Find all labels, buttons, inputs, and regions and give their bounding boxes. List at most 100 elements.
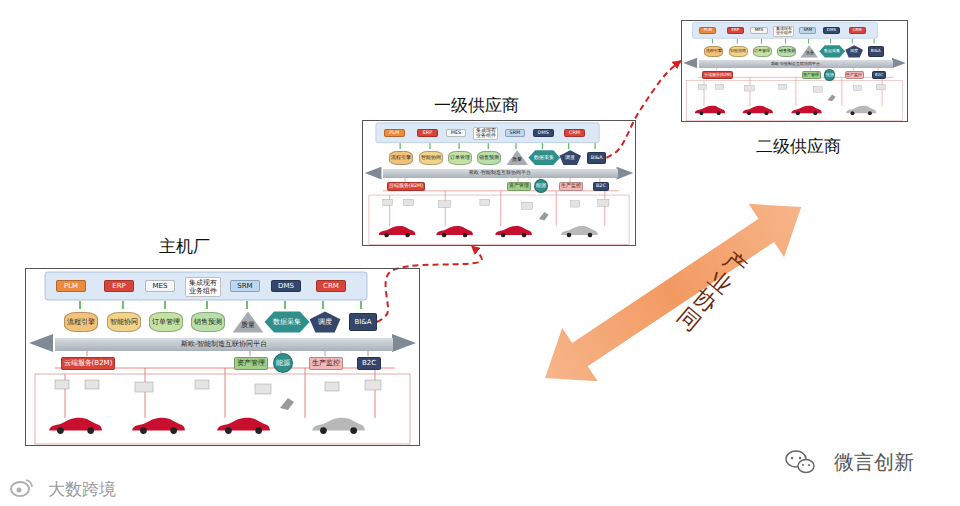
wechat-icon (786, 451, 814, 473)
module-box: DMS (823, 27, 840, 34)
module-label: 云端服务(B2M) (389, 183, 423, 189)
module-label: 生产监控 (846, 73, 862, 78)
module-label: 调度 (565, 155, 575, 161)
module-label: 集成现有业务组件 (474, 128, 497, 139)
module-box: CRM (564, 129, 585, 137)
module-label: 调度 (318, 318, 332, 326)
module-box: 销售预测 (191, 312, 225, 332)
module-label: 能源 (536, 183, 546, 189)
module-label: 流程引擎 (706, 49, 722, 54)
module-box: ERP (727, 27, 744, 34)
module-label: BI&A (354, 318, 371, 326)
module-label: 数据采集 (534, 155, 554, 161)
module-label: B2C (362, 359, 376, 367)
module-box: 生产监控 (309, 357, 343, 370)
module-label: BI&A (591, 155, 603, 161)
module-box: 调度 (309, 311, 341, 333)
module-box: 云端服务(B2M) (61, 357, 116, 370)
module-box: 销售预测 (777, 46, 796, 57)
module-box: 数据采集 (819, 45, 845, 58)
module-box: 质量 (506, 150, 528, 165)
module-box: 集成现有业务组件 (185, 277, 221, 296)
module-label: PLM (389, 130, 399, 136)
module-label: 能源 (826, 73, 834, 78)
module-box: 集成现有业务组件 (473, 127, 498, 140)
module-label: MES (451, 130, 461, 136)
module-box: 订单管理 (448, 151, 472, 165)
module-box: 流程引擎 (389, 151, 413, 165)
module-box: 订单管理 (753, 46, 772, 57)
module-box: CRM (316, 280, 346, 292)
module-box: 生产监控 (845, 71, 864, 78)
module-label: 智能协同 (421, 155, 441, 161)
module-box: BI&A (868, 46, 884, 56)
module-box: 销售预测 (477, 151, 501, 165)
module-label: 生产监控 (312, 359, 340, 367)
module-box: 调度 (845, 45, 863, 58)
module-label: 订单管理 (450, 155, 470, 161)
module-box: PLM (56, 280, 86, 292)
module-label: 智能协同 (730, 49, 746, 54)
module-label: 斯欧-智能制造互联协同平台 (771, 62, 820, 67)
module-label: B2C (596, 183, 606, 189)
module-box: BI&A (587, 152, 606, 164)
platform-panel: 主机厂PLMERPMES集成现有业务组件SRMDMSCRM流程引擎智能协同订单管… (25, 268, 420, 446)
module-label: DMS (538, 130, 549, 136)
module-box: B2C (872, 71, 886, 78)
module-box: CRM (849, 27, 866, 34)
module-label: CRM (853, 28, 862, 33)
module-box: 集成现有业务组件 (773, 26, 794, 37)
module-box: 能源 (824, 69, 835, 80)
module-label: 云端服务(B2M) (64, 359, 113, 367)
module-label: 斯欧-智能制造互联协同平台 (469, 170, 531, 176)
platform-band: 斯欧-智能制造互联协同平台 (55, 338, 393, 351)
module-label: 资产管理 (237, 359, 265, 367)
platform-panel: 二级供应商PLMERPMES集成现有业务组件SRMDMSCRM流程引擎智能协同订… (681, 20, 908, 122)
module-label: 销售预测 (194, 318, 222, 326)
module-label: 质量 (806, 47, 814, 55)
module-box: 流程引擎 (704, 46, 723, 57)
module-box: 能源 (273, 353, 293, 373)
collaboration-link (377, 246, 482, 322)
panel-heading: 一级供应商 (434, 94, 519, 117)
module-box: B2C (593, 182, 610, 191)
module-label: PLM (704, 28, 712, 33)
module-label: 质量 (241, 315, 255, 329)
module-box: DMS (533, 129, 554, 137)
module-label: ERP (732, 28, 740, 33)
panel-heading: 二级供应商 (756, 135, 841, 158)
module-box: 智能协同 (107, 312, 141, 332)
module-box: SRM (230, 280, 260, 292)
collaboration-link (606, 61, 681, 158)
module-label: DMS (827, 28, 836, 33)
platform-band: 斯欧-智能制造互联协同平台 (383, 169, 617, 178)
module-label: SRM (237, 282, 252, 290)
module-label: 集成现有业务组件 (774, 27, 793, 36)
module-box: 云端服务(B2M) (702, 71, 733, 78)
module-box: MES (145, 280, 175, 292)
module-label: 流程引擎 (391, 155, 411, 161)
module-box: ERP (417, 129, 438, 137)
module-box: DMS (271, 280, 301, 292)
module-box: 云端服务(B2M) (387, 182, 426, 191)
module-box: 智能协同 (729, 46, 748, 57)
module-label: 能源 (276, 359, 290, 367)
module-label: 销售预测 (479, 155, 499, 161)
module-label: 智能协同 (110, 318, 138, 326)
module-box: SRM (799, 27, 816, 34)
module-label: 斯欧-智能制造互联协同平台 (181, 340, 268, 348)
module-label: 调度 (850, 49, 858, 54)
module-label: 资产管理 (509, 183, 529, 189)
module-label: SRM (803, 28, 812, 33)
module-label: 资产管理 (803, 73, 819, 78)
module-box: 订单管理 (149, 312, 183, 332)
module-label: MES (153, 282, 168, 290)
module-label: ERP (112, 282, 126, 290)
module-label: PLM (64, 282, 78, 290)
module-label: B2C (875, 73, 883, 78)
module-box: 质量 (232, 311, 264, 333)
module-label: 数据采集 (824, 49, 840, 54)
module-box: MES (446, 129, 467, 137)
module-box: 质量 (800, 45, 818, 58)
